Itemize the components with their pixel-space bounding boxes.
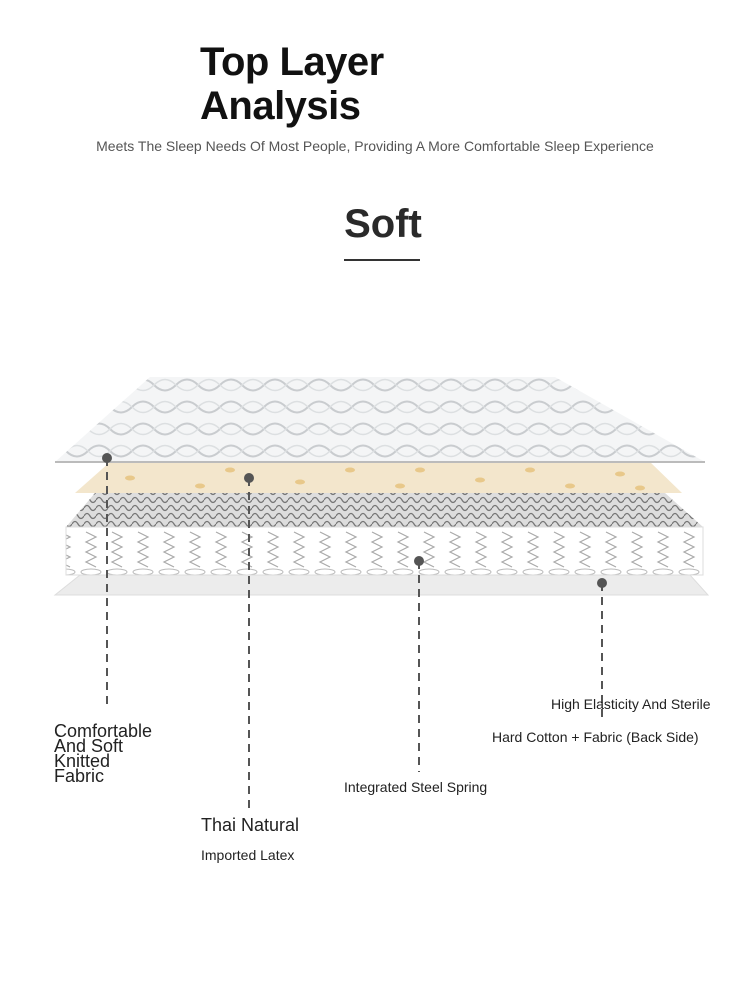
quilted-top-layer: [55, 377, 705, 462]
label-line: Fabric: [54, 766, 105, 786]
section-title: Soft: [344, 202, 422, 246]
label-latex-title: Thai Natural: [201, 815, 300, 835]
label-line: And Soft: [54, 736, 124, 756]
label-back-detail: Hard Cotton + Fabric (Back Side): [492, 729, 699, 745]
title-line-2: Analysis: [200, 84, 361, 128]
title-line-1: Top Layer: [200, 40, 384, 84]
subtitle: Meets The Sleep Needs Of Most People, Pr…: [96, 138, 654, 154]
callout-dots: [102, 453, 607, 588]
title-underline: [344, 259, 420, 261]
spring-top: [66, 493, 703, 527]
latex-holes: [125, 467, 645, 491]
label-knitted-fabric: Comfortable And Soft Knitted Fabric: [54, 721, 153, 786]
callout-lines: [106, 458, 603, 808]
spring-layer: [65, 526, 704, 576]
label-back-title: High Elasticity And Sterile: [551, 696, 711, 712]
label-line: Knitted: [54, 751, 111, 771]
label-steel-spring: Integrated Steel Spring: [344, 779, 488, 795]
latex-layer: [75, 462, 682, 493]
bottom-board-layer: [53, 574, 710, 596]
label-line: Comfortable: [54, 721, 153, 741]
label-latex-detail: Imported Latex: [201, 847, 295, 863]
